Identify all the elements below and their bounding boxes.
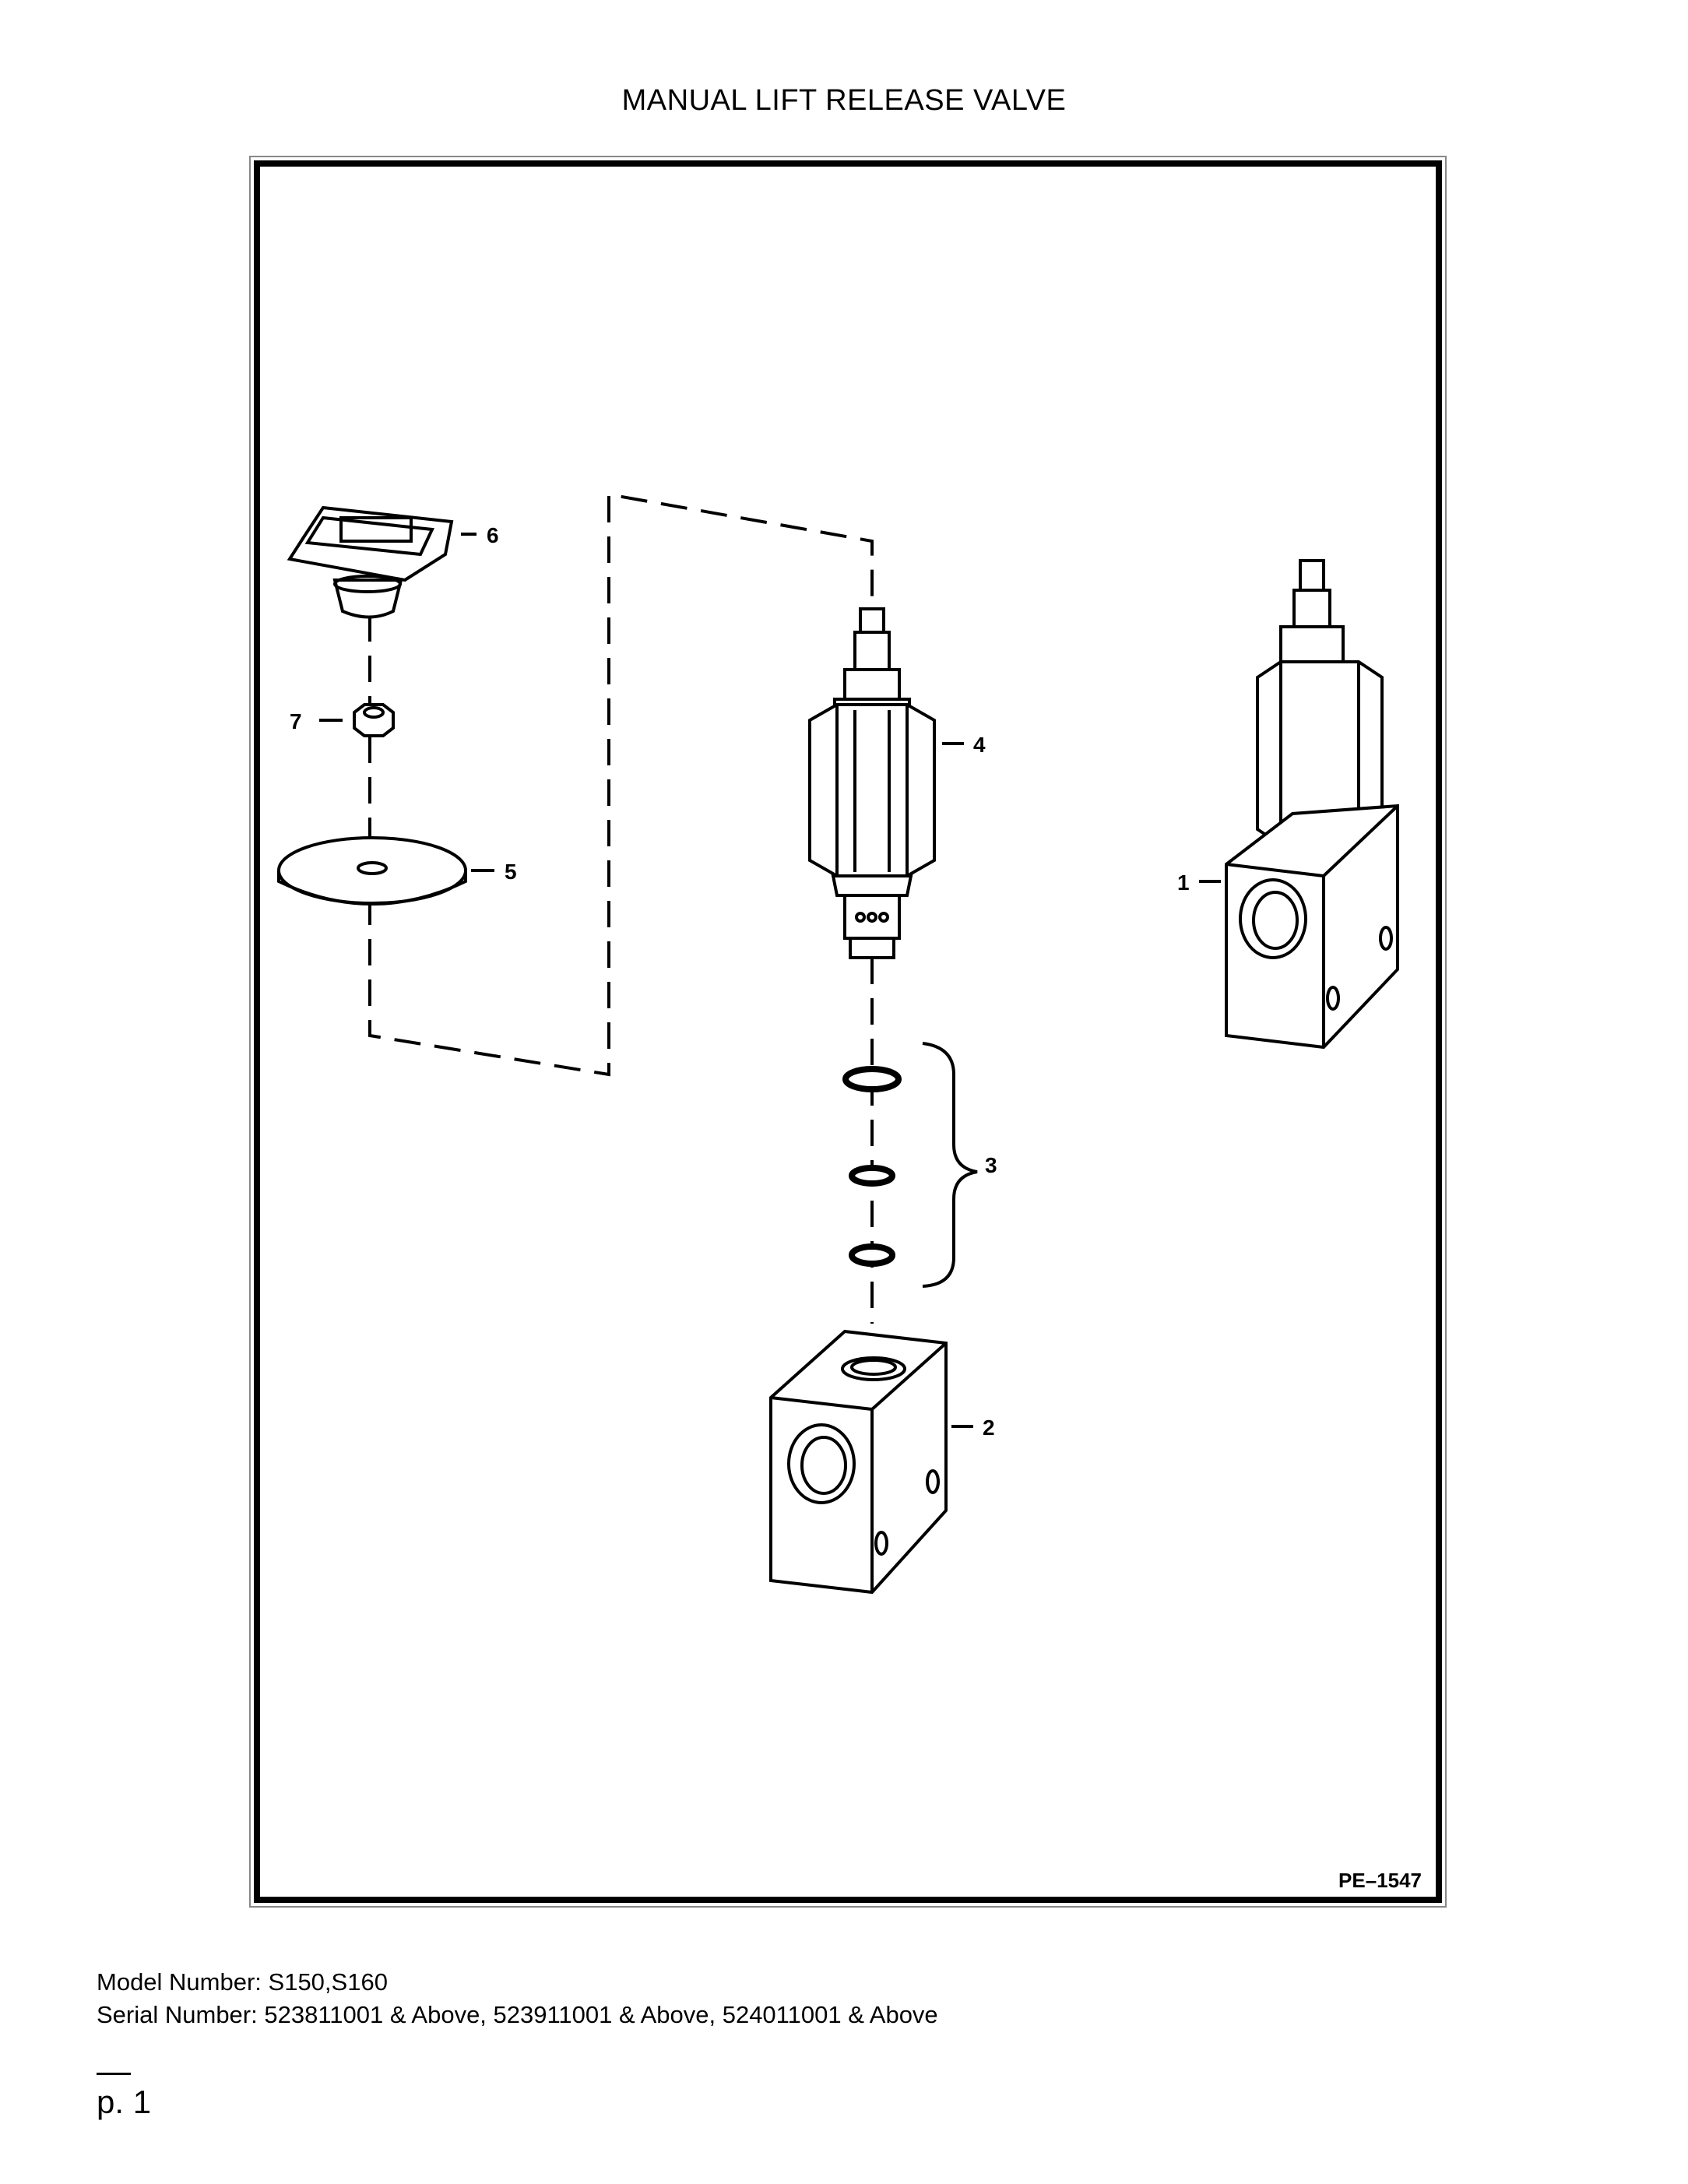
cartridge-valve-part bbox=[808, 607, 936, 959]
seal-group-brace bbox=[922, 1042, 978, 1288]
seal-rings-part bbox=[842, 1042, 978, 1288]
model-number: Model Number: S150,S160 bbox=[97, 1968, 388, 1996]
callout-1: 1 bbox=[1177, 870, 1190, 895]
drawing-frame-outer bbox=[249, 156, 1447, 1908]
callout-3: 3 bbox=[985, 1153, 997, 1177]
page-title: MANUAL LIFT RELEASE VALVE bbox=[621, 84, 1067, 117]
drawing-frame bbox=[254, 160, 1442, 1903]
callout-5: 5 bbox=[505, 860, 517, 884]
drawing-reference: PE–1547 bbox=[1338, 1869, 1422, 1892]
assembly-path-dashed bbox=[368, 492, 874, 1077]
valve-body-part bbox=[769, 1329, 948, 1595]
page-rule bbox=[97, 2073, 131, 2075]
callout-4: 4 bbox=[973, 733, 986, 757]
disc-part bbox=[277, 836, 467, 906]
page-number: p. 1 bbox=[97, 2084, 152, 2120]
assembled-valve-part bbox=[1225, 559, 1399, 1050]
knob-part bbox=[287, 505, 454, 619]
callout-7: 7 bbox=[290, 709, 302, 733]
callout-6: 6 bbox=[487, 523, 499, 547]
nut-part bbox=[353, 703, 395, 737]
callout-2: 2 bbox=[983, 1416, 995, 1440]
serial-number: Serial Number: 523811001 & Above, 523911… bbox=[97, 2001, 938, 2028]
